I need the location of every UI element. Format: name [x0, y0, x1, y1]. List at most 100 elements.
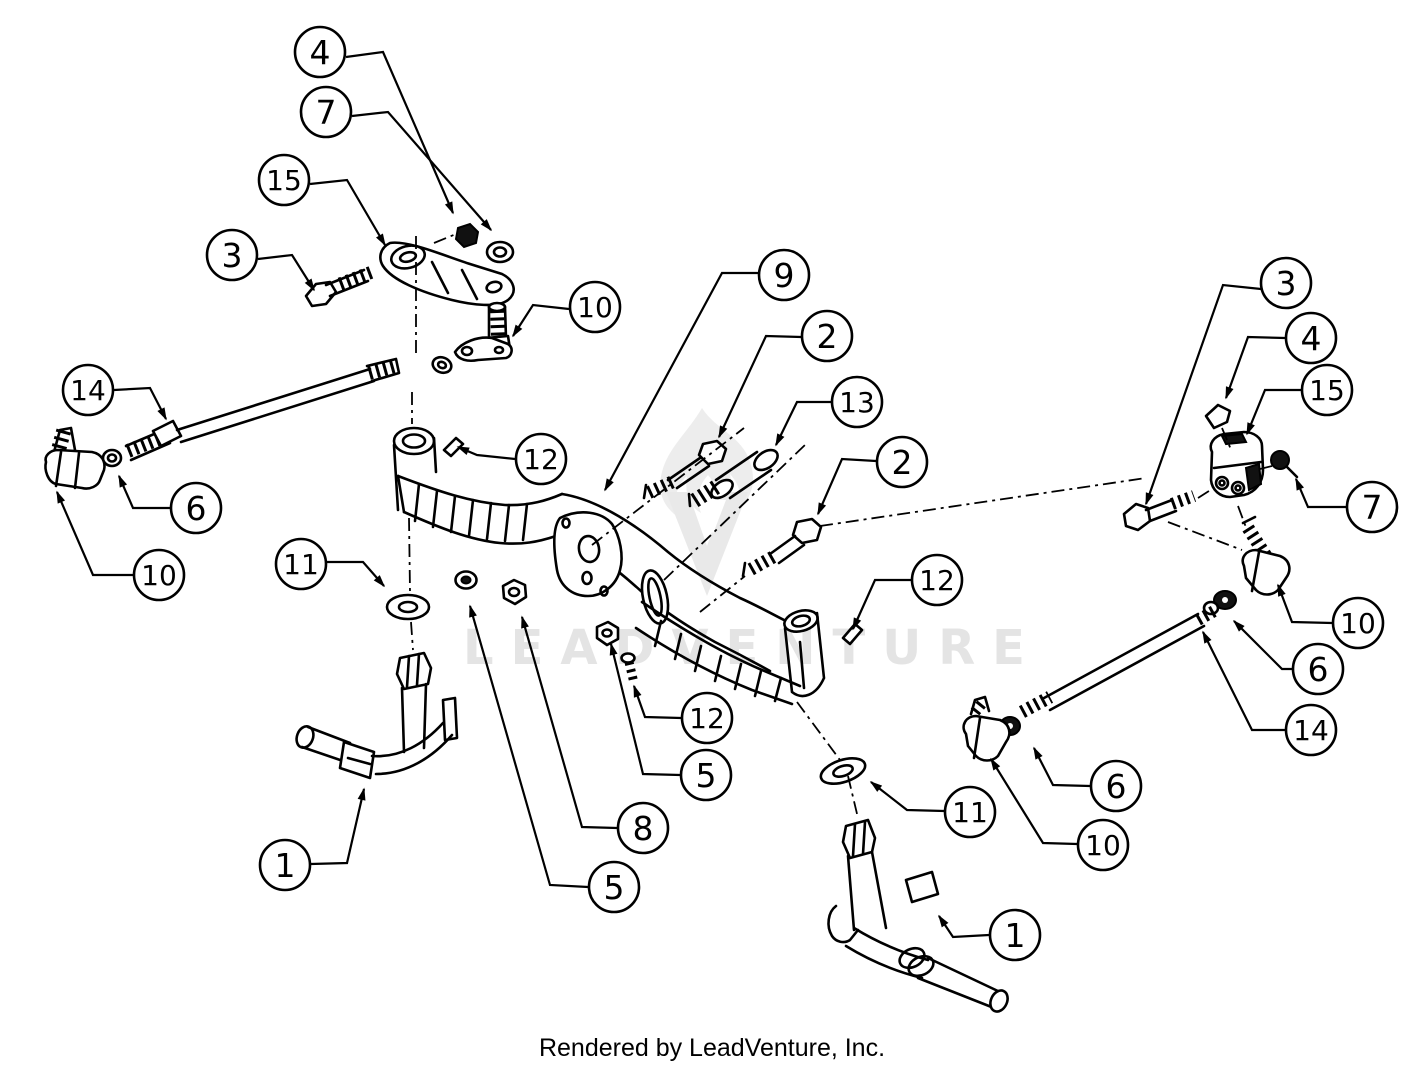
callout-12: 12 [632, 684, 734, 745]
callout-1: 1 [258, 787, 366, 892]
callout-11: 11 [274, 537, 385, 591]
callout-number: 12 [919, 564, 955, 597]
callout-number: 13 [839, 386, 875, 419]
callout-number: 5 [696, 756, 717, 795]
callout-number: 6 [186, 489, 207, 528]
leader-line [117, 474, 170, 510]
leader-line [520, 615, 618, 830]
leader-line [309, 178, 386, 247]
callout-circle [680, 691, 734, 745]
callout-circle [757, 248, 811, 302]
callout-10: 10 [55, 490, 186, 602]
callout-circle [274, 537, 328, 591]
callout-circle [910, 553, 964, 607]
callout-number: 12 [523, 443, 559, 476]
leader-line [345, 50, 455, 215]
callout-number: 9 [774, 256, 795, 295]
callout-circle [1331, 596, 1385, 650]
callout-12: 12 [851, 553, 964, 631]
leader-line [327, 560, 385, 588]
callout-circle [293, 25, 347, 79]
callout-number: 7 [316, 93, 337, 132]
leader-line [351, 110, 492, 232]
leader-line [1294, 477, 1346, 509]
callout-5: 5 [468, 604, 641, 914]
leader-line [468, 604, 589, 889]
callout-number: 5 [604, 868, 625, 907]
footer-credit: Rendered by LeadVenture, Inc. [538, 1034, 886, 1062]
leader-line [990, 757, 1078, 846]
callout-15: 15 [1245, 363, 1354, 436]
callout-number: 6 [1106, 767, 1127, 806]
leader-line [869, 781, 945, 813]
leader-line [1276, 583, 1333, 625]
leader-line [609, 642, 681, 777]
callout-circle [1089, 759, 1143, 813]
callout-number: 15 [266, 164, 302, 197]
leader-line [310, 787, 366, 866]
callout-circle [875, 435, 929, 489]
mount-bolts-drawing [642, 439, 823, 578]
callout-number: 7 [1362, 488, 1383, 527]
watermark-text: LEADVENTURE [463, 620, 1042, 676]
callout-number: 8 [633, 809, 654, 848]
callout-circle [132, 548, 186, 602]
callout-circle [169, 481, 223, 535]
callout-circle [943, 785, 997, 839]
callout-number: 10 [577, 291, 613, 324]
leader-line [1033, 746, 1091, 788]
callout-9: 9 [604, 248, 811, 492]
callout-circle [258, 838, 312, 892]
leader-line [1144, 283, 1262, 506]
leader-line [1224, 335, 1286, 400]
callout-6: 6 [117, 474, 223, 535]
left-tie-rod-drawing [44, 357, 401, 490]
callout-circle [800, 309, 854, 363]
callout-number: 3 [222, 236, 243, 275]
callout-3: 3 [1144, 256, 1313, 506]
callout-circle [679, 748, 733, 802]
callout-14: 14 [61, 363, 167, 421]
callout-14: 14 [1202, 630, 1338, 757]
leader-line [816, 457, 877, 516]
callout-number: 11 [283, 548, 319, 581]
callout-8: 8 [520, 615, 670, 855]
callout-7: 7 [299, 85, 492, 232]
callout-6: 6 [1033, 746, 1143, 813]
callout-circle [514, 432, 568, 486]
callout-circle [61, 363, 115, 417]
callout-number: 10 [1085, 829, 1121, 862]
callout-circle [299, 85, 353, 139]
callout-11: 11 [869, 781, 997, 839]
callout-12: 12 [456, 432, 568, 486]
callout-circle [1259, 256, 1313, 310]
callout-number: 3 [1276, 264, 1297, 303]
callout-circle [988, 908, 1042, 962]
callout-number: 12 [689, 702, 725, 735]
leader-line [718, 334, 802, 439]
callout-15: 15 [257, 153, 386, 247]
leader-line [512, 303, 570, 338]
artwork [44, 222, 1299, 1013]
axle-beam-drawing [392, 426, 826, 742]
callout-circle [205, 228, 259, 282]
callout-number: 1 [275, 846, 296, 885]
callout-13: 13 [775, 375, 884, 447]
callout-number: 10 [141, 559, 177, 592]
callout-circle [257, 153, 311, 207]
watermark-logo [660, 408, 753, 596]
callout-2: 2 [816, 435, 929, 516]
right-steering-arm-drawing [1122, 403, 1299, 560]
callout-3: 3 [205, 228, 315, 292]
callout-circle [568, 280, 622, 334]
centerlines [408, 233, 1273, 819]
callout-number: 10 [1340, 607, 1376, 640]
leader-line [257, 253, 315, 292]
callout-circle [830, 375, 884, 429]
callout-number: 6 [1308, 650, 1329, 689]
left-steering-arm-drawing [304, 222, 515, 375]
callout-circle [616, 801, 670, 855]
right-spindle-drawing [819, 757, 1009, 1013]
